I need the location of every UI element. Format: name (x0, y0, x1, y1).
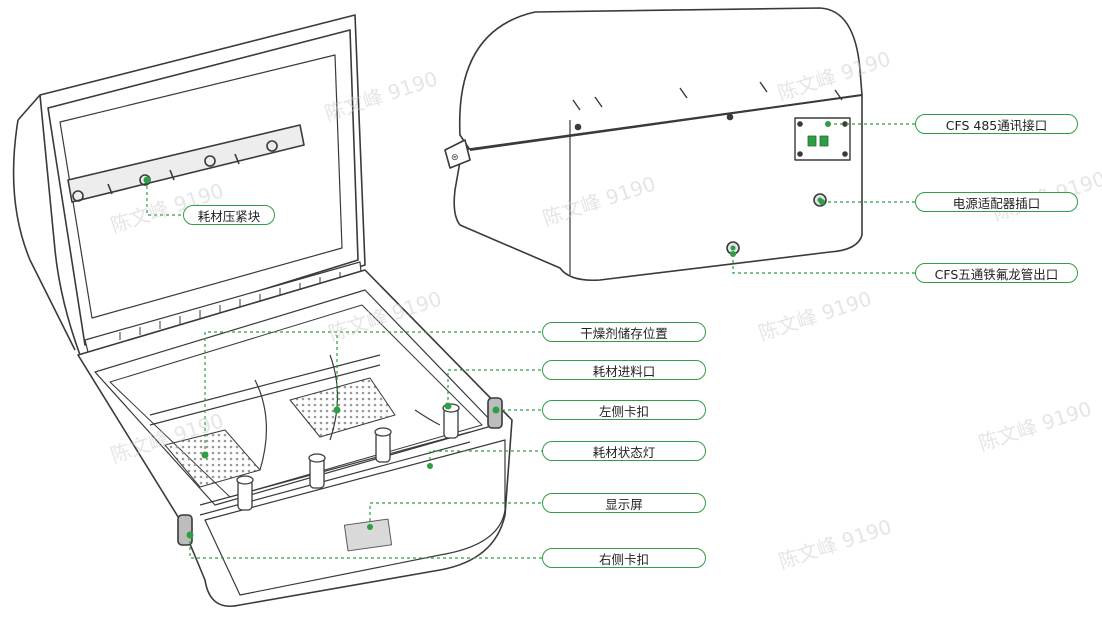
anchor-dots (143, 121, 831, 539)
open-box-illustration (12, 14, 513, 607)
closed-box-illustration: ⊜ (444, 7, 863, 282)
label-cfs-485-port: CFS 485通讯接口 (915, 114, 1078, 134)
label-display: 显示屏 (542, 493, 706, 513)
label-power-adapter-port: 电源适配器插口 (915, 192, 1078, 212)
svg-text:⊜: ⊜ (451, 153, 459, 163)
label-desiccant-storage: 干燥剂储存位置 (542, 322, 706, 342)
front-panel (204, 439, 506, 596)
label-right-latch: 右侧卡扣 (542, 548, 706, 568)
feeder-units (236, 403, 460, 511)
display-screen (343, 518, 393, 552)
closed-body (453, 94, 863, 282)
label-ptfe-outlet: CFS五通铁氟龙管出口 (915, 263, 1078, 283)
lid-inner-panel (59, 54, 343, 319)
right-latch-body (177, 514, 193, 546)
label-filament-inlet: 耗材进料口 (542, 360, 706, 380)
label-filament-status-light: 耗材状态灯 (542, 441, 706, 461)
closed-lid (458, 7, 863, 151)
label-filament-clamp: 耗材压紧块 (183, 205, 275, 225)
label-left-latch: 左侧卡扣 (542, 400, 706, 420)
desiccant-tray-right (289, 377, 396, 438)
leader-lines (146, 123, 915, 559)
